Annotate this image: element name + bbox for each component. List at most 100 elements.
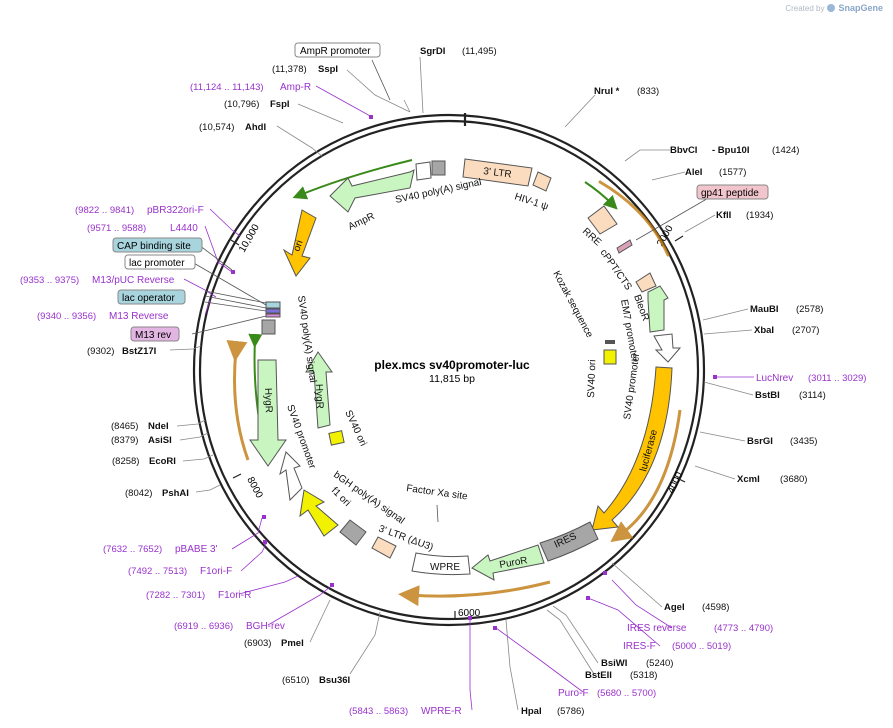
- label-ampr: AmpR: [347, 211, 377, 233]
- label-sv40-promoter-r: SV40 promoter: [622, 352, 642, 421]
- enzyme-bsu36i[interactable]: (6510) Bsu36I: [282, 675, 350, 686]
- label-sv40-polya-inner: SV40 poly(A) signal: [295, 295, 318, 384]
- enzyme-agei[interactable]: AgeI (4598): [664, 602, 729, 613]
- svg-text:IRES reverse: IRES reverse: [627, 623, 687, 634]
- enzyme-ndei[interactable]: (8465) NdeI: [111, 421, 169, 432]
- feature-peach-right: [635, 272, 657, 293]
- svg-text:NruI *: NruI *: [594, 86, 620, 97]
- orf-ampr: [292, 159, 413, 200]
- enzyme-bsrgi[interactable]: BsrGI (3435): [747, 436, 817, 447]
- primer-pbabe-3[interactable]: (7632 .. 7652) pBABE 3': [103, 544, 218, 555]
- primer-amp-r[interactable]: (11,124 .. 11,143) Amp-R: [190, 82, 311, 93]
- enzyme-pmei[interactable]: (6903) PmeI: [244, 638, 304, 649]
- svg-text:AleI: AleI: [685, 167, 702, 178]
- svg-text:AmpR promoter: AmpR promoter: [300, 46, 371, 57]
- svg-text:NdeI: NdeI: [148, 421, 169, 432]
- plasmid-size: 11,815 bp: [429, 373, 475, 385]
- feature-gray-top: [431, 160, 446, 176]
- enzyme-nrui[interactable]: NruI * (833): [594, 86, 659, 97]
- enzyme-pshai[interactable]: (8042) PshAI: [125, 488, 189, 499]
- svg-text:(9353 .. 9375): (9353 .. 9375): [20, 275, 79, 286]
- primer-l4440[interactable]: (9571 .. 9588) L4440: [87, 223, 198, 234]
- svg-text:BstZ17I: BstZ17I: [122, 346, 156, 357]
- svg-text:BstEII: BstEII: [585, 670, 612, 681]
- enzyme-asisi[interactable]: (8379) AsiSI: [111, 435, 172, 446]
- primer-puro-f[interactable]: Puro-F (5680 .. 5700): [558, 688, 656, 699]
- enzyme-maubi[interactable]: MauBI (2578): [750, 304, 823, 315]
- svg-text:PshAI: PshAI: [162, 488, 189, 499]
- svg-text:SgrDI: SgrDI: [420, 46, 445, 57]
- enzyme-bbvci-bpu10i[interactable]: BbvCI - Bpu10I (1424): [670, 145, 799, 156]
- svg-text:(8379): (8379): [111, 435, 138, 446]
- enzyme-bsiwi[interactable]: BsiWI (5240): [601, 658, 673, 669]
- svg-text:(11,495): (11,495): [462, 46, 497, 57]
- label-hygr-inner: HygR: [313, 384, 325, 409]
- enzyme-sspi[interactable]: (11,378) SspI: [272, 64, 338, 75]
- feature-3ltr: [462, 158, 533, 187]
- svg-text:CAP binding site: CAP binding site: [117, 241, 191, 252]
- svg-text:(8465): (8465): [111, 421, 138, 432]
- svg-text:(4598): (4598): [702, 602, 729, 613]
- label-3ltr: 3' LTR: [483, 166, 513, 180]
- svg-text:(833): (833): [637, 86, 659, 97]
- feature-hygr-inner: [305, 351, 333, 429]
- label-hygr-outer: HygR: [262, 388, 274, 413]
- svg-text:8000: 8000: [244, 475, 264, 500]
- svg-text:AhdI: AhdI: [245, 122, 266, 133]
- label-hiv-psi: HIV-1 ψ: [513, 191, 550, 212]
- svg-text:(5843 .. 5863): (5843 .. 5863): [349, 706, 408, 717]
- feature-cppt: [616, 239, 633, 254]
- svg-text:AgeI: AgeI: [664, 602, 685, 613]
- svg-text:HpaI: HpaI: [521, 706, 542, 717]
- enzyme-xcmi[interactable]: XcmI (3680): [737, 474, 807, 485]
- label-sv40-ori-right: SV40 ori: [586, 359, 598, 398]
- feature-cap-site: [265, 301, 281, 309]
- primer-f1ori-r[interactable]: (7282 .. 7301) F1ori-R: [146, 590, 251, 601]
- enzyme-kfli[interactable]: KflI (1934): [716, 210, 773, 221]
- snapgene-brand: Created by SnapGene: [785, 3, 883, 13]
- svg-text:(6510): (6510): [282, 675, 309, 686]
- svg-text:(3435): (3435): [790, 436, 817, 447]
- feature-lac-operator: [265, 308, 281, 314]
- svg-text:BsiWI: BsiWI: [601, 658, 627, 669]
- feature-sv40-polya-top: [415, 161, 432, 181]
- svg-text:gp41 peptide: gp41 peptide: [701, 188, 759, 199]
- svg-text:4000: 4000: [666, 470, 686, 495]
- svg-text:lac promoter: lac promoter: [129, 258, 185, 269]
- enzyme-bsteii[interactable]: BstEII (5318): [585, 670, 657, 681]
- svg-text:IRES-F: IRES-F: [623, 641, 656, 652]
- primer-ires-f[interactable]: IRES-F (5000 .. 5019): [623, 641, 731, 652]
- primer-bgh-rev[interactable]: (6919 .. 6936) BGH-rev: [174, 621, 285, 632]
- enzyme-sgrdi[interactable]: SgrDI (11,495): [420, 46, 497, 57]
- svg-text:(8258): (8258): [112, 456, 139, 467]
- enzyme-bstz17i[interactable]: (9302) BstZ17I: [87, 346, 156, 357]
- primer-pbr322ori-f[interactable]: (9822 .. 9841) pBR322ori-F: [75, 205, 204, 216]
- feature-m13-rev: [265, 313, 281, 318]
- enzyme-ahdi[interactable]: (10,574) AhdI: [199, 122, 266, 133]
- svg-text:(1424): (1424): [772, 145, 799, 156]
- enzyme-hpai[interactable]: HpaI (5786): [521, 706, 584, 717]
- primer-m13-puc-reverse[interactable]: (9353 .. 9375) M13/pUC Reverse: [20, 275, 175, 286]
- enzyme-alei[interactable]: AleI (1577): [685, 167, 746, 178]
- primer-lucnrev[interactable]: LucNrev (3011 .. 3029): [756, 373, 866, 384]
- label-sv40-ori-inner: SV40 ori: [342, 409, 368, 448]
- primer-m13-reverse[interactable]: (9340 .. 9356) M13 Reverse: [37, 311, 169, 322]
- svg-text:- Bpu10I: - Bpu10I: [712, 145, 749, 156]
- feature-wpre: [411, 552, 471, 576]
- tick-8000: 8000: [232, 473, 265, 500]
- feature-luciferase: [591, 366, 673, 531]
- feature-hiv-psi: [532, 171, 552, 192]
- plasmid-name: plex.mcs sv40promoter-luc: [374, 358, 530, 372]
- primer-ires-reverse[interactable]: IRES reverse (4773 .. 4790): [627, 623, 773, 634]
- backbone-inner-ring: [198, 119, 700, 621]
- feature-sv40-promoter-left: [279, 451, 303, 502]
- enzyme-bstbi[interactable]: BstBI (3114): [755, 390, 826, 401]
- primer-wpre-r[interactable]: (5843 .. 5863) WPRE-R: [349, 706, 462, 717]
- svg-text:LucNrev: LucNrev: [756, 373, 793, 384]
- primer-f1ori-f[interactable]: (7492 .. 7513) F1ori-F: [128, 566, 232, 577]
- enzyme-xbai[interactable]: XbaI (2707): [754, 325, 819, 336]
- enzyme-ecori[interactable]: (8258) EcoRI: [112, 456, 176, 467]
- svg-text:(9822 .. 9841): (9822 .. 9841): [75, 205, 134, 216]
- enzyme-fspi[interactable]: (10,796) FspI: [224, 99, 290, 110]
